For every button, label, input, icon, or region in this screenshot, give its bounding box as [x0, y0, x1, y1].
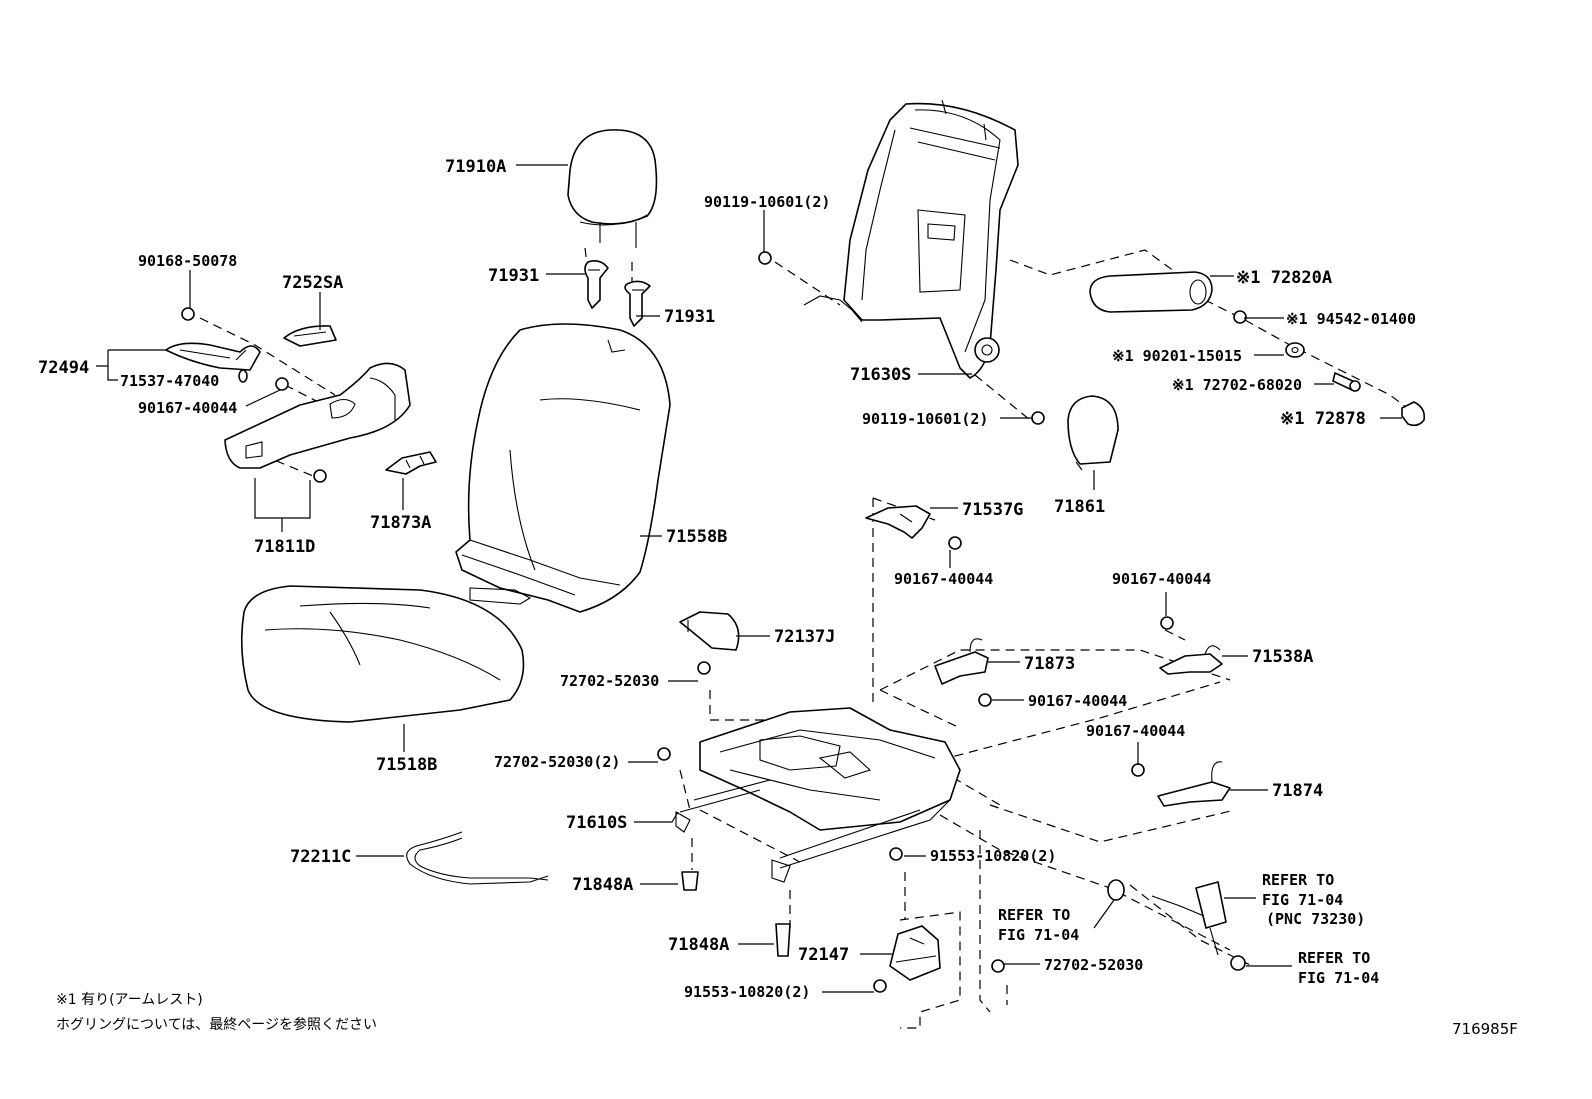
refer-to-b-line1: REFER TO: [1262, 871, 1334, 889]
armrest-cap-72878[interactable]: [1401, 401, 1426, 427]
label-72702-52030-c: 72702-52030: [1044, 956, 1143, 974]
label-91553-10820-b: 91553-10820(2): [684, 983, 810, 1001]
label-71538A: 71538A: [1252, 647, 1313, 667]
label-71610S: 71610S: [566, 813, 627, 833]
bracket-71873A[interactable]: [385, 451, 437, 475]
label-94542-01400: ※1 94542-01400: [1286, 310, 1416, 328]
label-90167-40044-a: 90167-40044: [138, 399, 237, 417]
label-71537G: 71537G: [962, 500, 1023, 520]
label-7252SA: 7252SA: [282, 273, 343, 293]
label-71931-a: 71931: [488, 266, 539, 286]
label-90167-40044-c: 90167-40044: [1112, 570, 1211, 588]
label-71848A-a: 71848A: [572, 875, 633, 895]
bracket-71537G[interactable]: [865, 505, 931, 539]
footnotes: ※1 有り(アームレスト) ホグリングについては、最終ページを参照ください: [56, 992, 377, 1033]
seatback-cover[interactable]: [455, 323, 671, 613]
label-90167-40044-d: 90167-40044: [1028, 692, 1127, 710]
label-90119-10601-a: 90119-10601(2): [704, 193, 830, 211]
label-71537-47040: 71537-47040: [120, 372, 219, 390]
bracket-71873[interactable]: [934, 638, 989, 685]
part-labels: 71910A 71931 71931 90168-50078 7252SA 72…: [38, 157, 1416, 1001]
label-71848A-b: 71848A: [668, 935, 729, 955]
refer-to-c-line1: REFER TO: [1298, 949, 1370, 967]
armrest-nut[interactable]: [1233, 310, 1247, 324]
recliner-knob[interactable]: [283, 325, 337, 347]
label-72702-68020: ※1 72702-68020: [1172, 376, 1302, 394]
label-72702-52030-b: 72702-52030(2): [494, 753, 620, 771]
side-cover[interactable]: [1067, 395, 1119, 471]
armrest[interactable]: [1089, 271, 1213, 313]
seat-cushion[interactable]: [240, 585, 525, 723]
label-72820A: ※1 72820A: [1236, 268, 1332, 288]
figure-id: 716985F: [1452, 1020, 1518, 1038]
side-shield-upper[interactable]: [165, 342, 261, 371]
label-71811D: 71811D: [254, 537, 315, 557]
cover-72137J[interactable]: [679, 611, 740, 651]
anchor-washer[interactable]: [1107, 879, 1125, 901]
bracket-71538A[interactable]: [1159, 645, 1223, 675]
label-90168-50078: 90168-50078: [138, 252, 237, 270]
label-72494: 72494: [38, 358, 89, 378]
refer-to-a-line2: FIG 71-04: [998, 926, 1079, 944]
bracket-72147[interactable]: [889, 925, 941, 981]
fasteners[interactable]: [181, 251, 1174, 993]
refer-to-b-line2: FIG 71-04: [1262, 891, 1343, 909]
headrest-guide-right[interactable]: [624, 280, 651, 327]
label-71873: 71873: [1024, 654, 1075, 674]
reference-callouts: REFER TO FIG 71-04 REFER TO FIG 71-04 (P…: [998, 871, 1379, 987]
note-hog-ring: ホグリングについては、最終ページを参照ください: [56, 1016, 377, 1033]
headrest-guide-left[interactable]: [584, 260, 609, 309]
seat-belt-buckle[interactable]: [1151, 881, 1227, 956]
label-91553-10820-a: 91553-10820(2): [930, 847, 1056, 865]
label-72878: ※1 72878: [1280, 409, 1366, 429]
seat-frame[interactable]: [675, 707, 961, 883]
label-71874: 71874: [1272, 781, 1323, 801]
side-shield-lower[interactable]: [224, 362, 411, 469]
label-90167-40044-b: 90167-40044: [894, 570, 993, 588]
seatback-frame[interactable]: [803, 99, 1019, 379]
label-71630S: 71630S: [850, 365, 911, 385]
seat-wire[interactable]: [406, 831, 549, 885]
note-armrest: ※1 有り(アームレスト): [56, 992, 203, 1008]
label-71931-b: 71931: [664, 307, 715, 327]
headrest[interactable]: [567, 129, 658, 248]
bracket-71874[interactable]: [1157, 761, 1231, 807]
armrest-washer[interactable]: [1285, 342, 1305, 358]
label-72211C: 72211C: [290, 847, 351, 867]
label-71558B: 71558B: [666, 527, 727, 547]
anchor-nut[interactable]: [1230, 955, 1246, 971]
label-71861: 71861: [1054, 497, 1105, 517]
label-71873A: 71873A: [370, 513, 431, 533]
label-90201-15015: ※1 90201-15015: [1112, 347, 1242, 365]
label-90167-40044-e: 90167-40044: [1086, 722, 1185, 740]
armrest-bolt[interactable]: [1332, 372, 1361, 392]
refer-to-b-pnc: (PNC 73230): [1266, 910, 1365, 928]
label-72147: 72147: [798, 945, 849, 965]
label-90119-10601-b: 90119-10601(2): [862, 410, 988, 428]
leader-lines: [96, 164, 1402, 993]
label-72137J: 72137J: [774, 627, 835, 647]
refer-to-a-line1: REFER TO: [998, 906, 1070, 924]
refer-to-c-line2: FIG 71-04: [1298, 969, 1379, 987]
label-72702-52030-a: 72702-52030: [560, 672, 659, 690]
label-71910A: 71910A: [445, 157, 506, 177]
label-71518B: 71518B: [376, 755, 437, 775]
